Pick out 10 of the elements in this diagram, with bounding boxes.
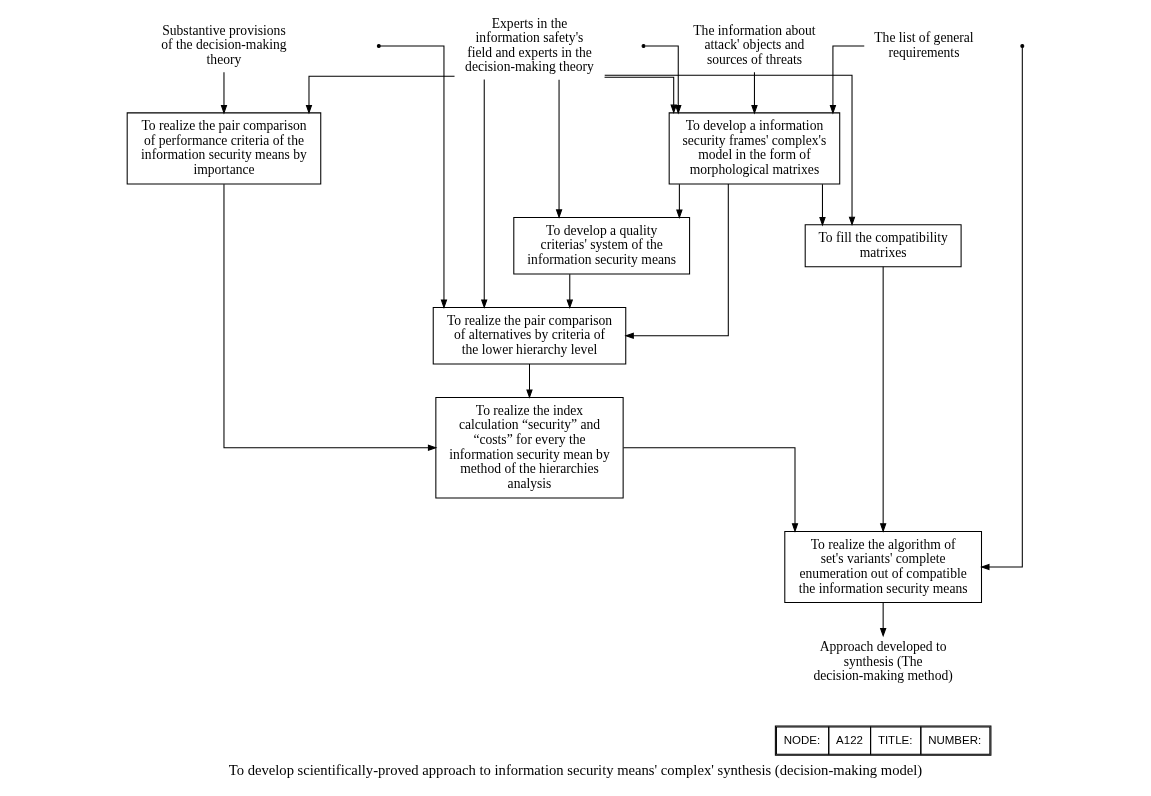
node-text: The list of general requirements — [874, 30, 974, 60]
label: NODE: — [783, 733, 821, 746]
node-text: Experts in the information safety's field and experts in the decision-making theory — [465, 15, 594, 75]
label: NUMBER: — [928, 733, 982, 746]
label: A122 — [836, 733, 863, 746]
node-text: Approach developed to synthesis (The decision-making method) — [813, 639, 953, 684]
label: TITLE: — [877, 733, 913, 746]
diagram-title: To develop scientifically-proved approach to information security means' complex' synthesis (decision-making model) — [228, 762, 923, 779]
node-text: Substantive provisions of the decision-making theory — [161, 22, 287, 68]
node-text: The information about attack' objects and sources of threats — [693, 22, 816, 68]
